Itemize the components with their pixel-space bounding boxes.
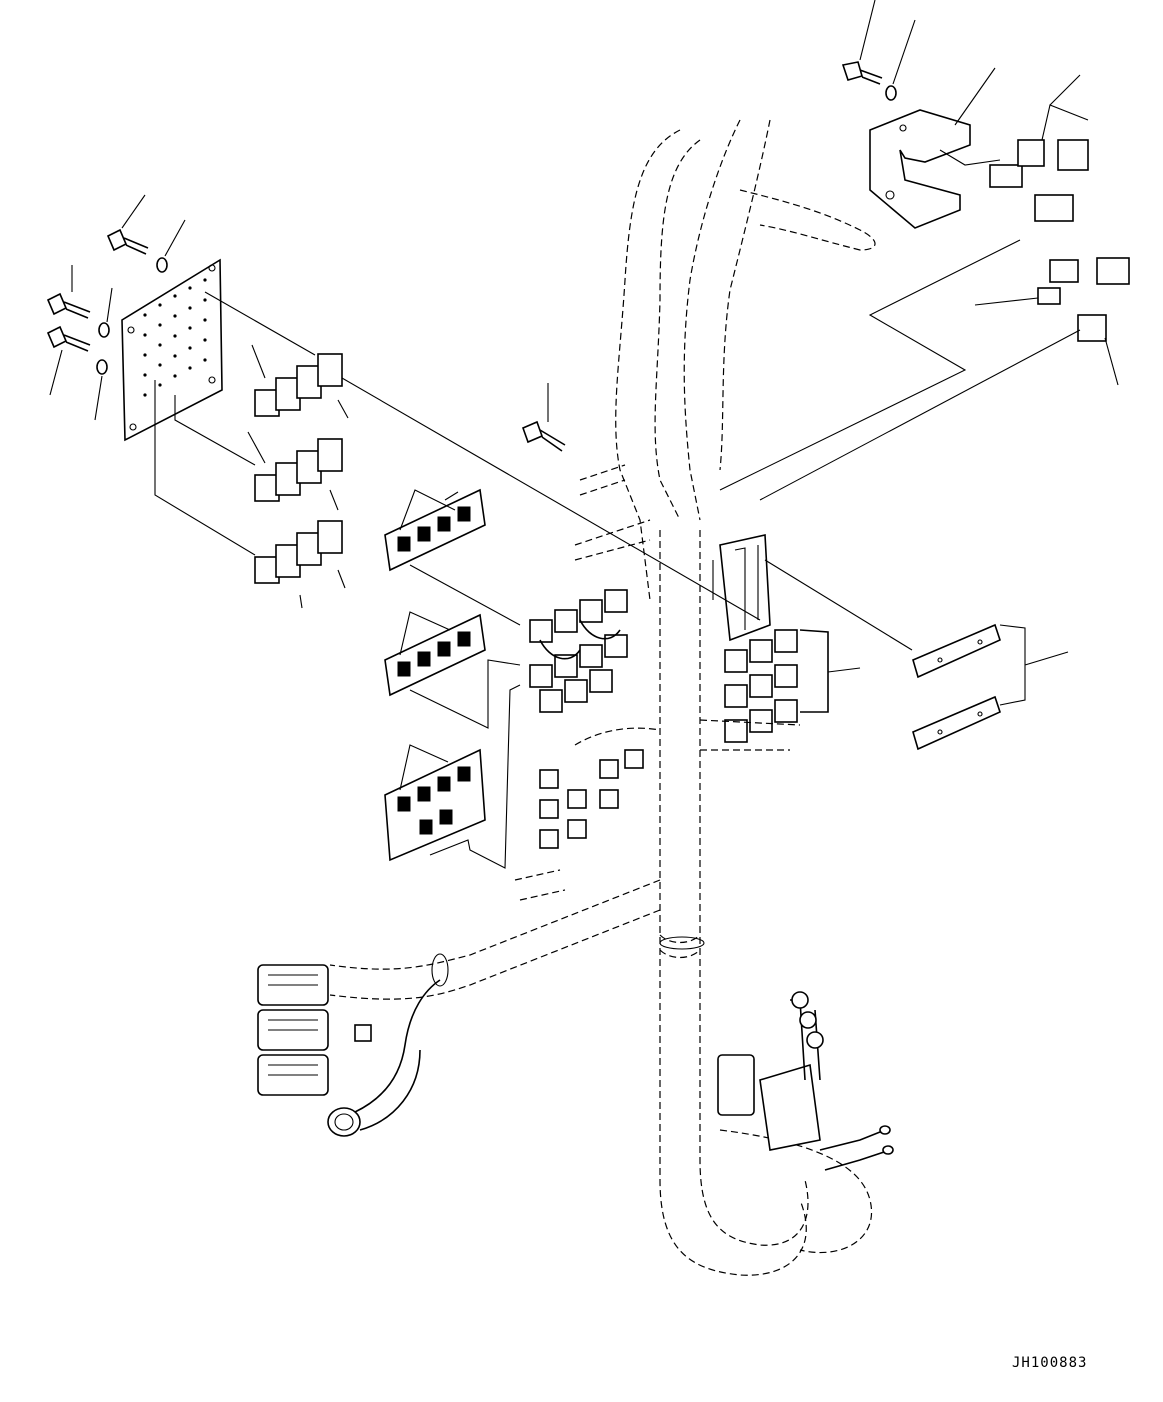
relay-group-3 (254, 520, 346, 609)
rear-connectors (257, 964, 441, 1137)
bracket-relays (939, 74, 1089, 222)
connector-group-c (384, 684, 521, 869)
relay-board (121, 258, 316, 556)
main-harness (329, 119, 876, 1276)
relay-group-2 (247, 431, 343, 511)
toggle-switch (719, 239, 1130, 501)
drawing-number: JH100883 (1012, 1355, 1088, 1371)
right-connector-cluster (699, 629, 861, 751)
center-bolt (341, 377, 761, 621)
spacer-bars (764, 559, 1069, 751)
connector-group-b (384, 611, 521, 729)
top-washer (885, 19, 916, 101)
bottom-connectors (717, 991, 894, 1171)
mounting-bracket (869, 67, 996, 229)
connector-group-a (384, 488, 521, 626)
central-connectors (529, 589, 644, 849)
fuse-block (712, 534, 771, 642)
top-bolt (841, 0, 883, 85)
board-bolts (46, 194, 186, 421)
relay-group-1 (251, 344, 349, 419)
